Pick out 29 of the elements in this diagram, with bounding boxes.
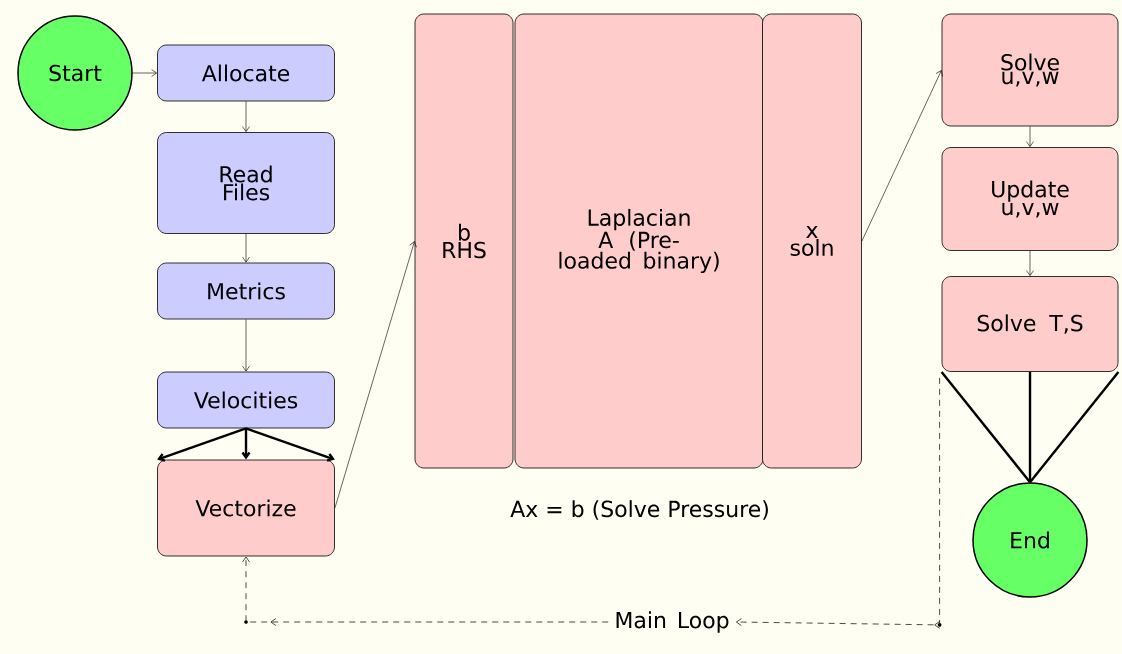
process-box: Solve u,v,w — [941, 13, 1119, 127]
process-box: Read Files — [157, 132, 335, 234]
loop-label: Main Loop — [608, 605, 736, 639]
process-box: b RHS — [414, 13, 514, 469]
process-box: Vectorize — [157, 459, 335, 557]
process-box: Allocate — [157, 44, 335, 102]
process-box: x soln — [762, 13, 862, 469]
line — [940, 371, 1031, 483]
arrow — [132, 69, 157, 77]
line — [1028, 371, 1032, 483]
line — [1029, 371, 1120, 483]
dashed-arrow — [242, 556, 609, 626]
arrow — [242, 101, 250, 132]
arrow — [242, 233, 250, 263]
arrow — [1026, 250, 1034, 276]
caption-text: Ax = b (Solve Pressure) — [510, 500, 768, 520]
arrow — [1026, 126, 1034, 147]
process-box: Solve T,S — [941, 276, 1119, 372]
process-box: Metrics — [157, 262, 335, 320]
arrow — [242, 319, 250, 372]
arrow — [241, 428, 251, 460]
dashed-arrow — [736, 377, 942, 629]
arrow — [861, 70, 943, 242]
arrow — [334, 241, 417, 509]
process-box: Velocities — [157, 371, 335, 429]
process-box: Laplacian A (Pre-loaded binary) — [514, 13, 764, 469]
arrow — [157, 427, 247, 462]
process-box: Update u,v,w — [941, 147, 1119, 251]
arrow — [245, 427, 335, 462]
